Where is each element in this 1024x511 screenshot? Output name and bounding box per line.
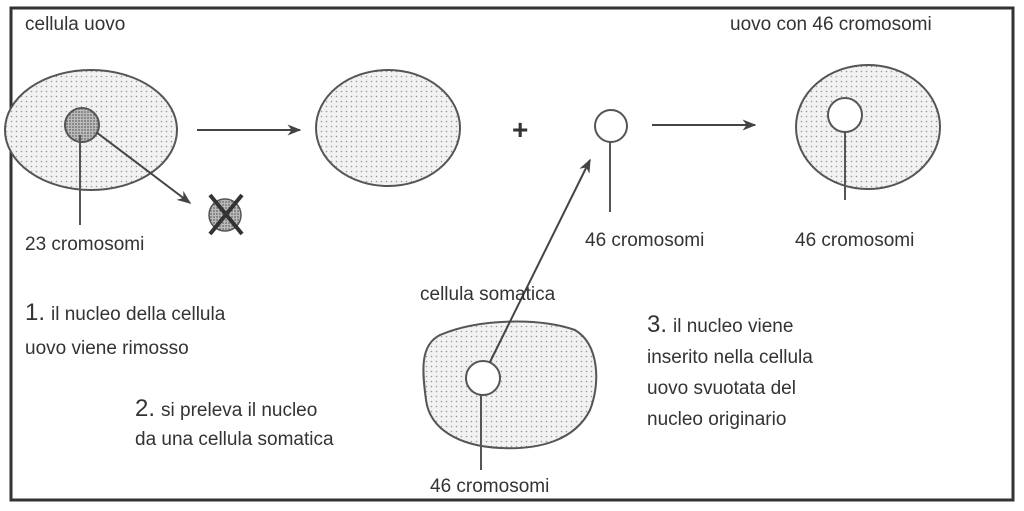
frame-border — [9, 6, 1015, 502]
transfer-arrow — [489, 158, 591, 363]
removed-nucleus — [208, 193, 244, 236]
svg-text:uovo svuotata del: uovo svuotata del — [647, 378, 796, 399]
svg-text:2.si preleva il nucleo: 2.si preleva il nucleo — [135, 395, 317, 422]
final-nucleus — [827, 97, 863, 133]
label-46-chromosomes-nucleus: 46 cromosomi — [585, 230, 704, 251]
final-egg — [795, 64, 941, 190]
svg-text:1.il nucleo della cellula: 1.il nucleo della cellula — [25, 299, 226, 326]
label-egg-cell: cellula uovo — [25, 14, 125, 35]
plus-sign: + — [512, 114, 528, 145]
label-somatic-cell: cellula somatica — [420, 284, 556, 305]
label-egg-46: uovo con 46 cromosomi — [730, 14, 932, 35]
svg-text:uovo viene rimosso: uovo viene rimosso — [25, 338, 189, 359]
egg-nucleus — [64, 107, 100, 143]
step-1: 1.il nucleo della cellula uovo viene rim… — [25, 299, 226, 359]
svg-text:nucleo originario: nucleo originario — [647, 409, 786, 430]
somatic-nucleus-transfer — [594, 109, 628, 143]
somatic-cell — [422, 320, 598, 450]
step-3: 3.il nucleo viene inserito nella cellula… — [647, 311, 813, 430]
enucleated-egg — [315, 69, 461, 187]
svg-text:da una cellula somatica: da una cellula somatica — [135, 429, 334, 450]
label-23-chromosomes: 23 cromosomi — [25, 234, 144, 255]
svg-text:3.il nucleo viene: 3.il nucleo viene — [647, 311, 793, 338]
remove-arrow — [95, 131, 192, 204]
somatic-nucleus — [465, 360, 501, 396]
label-46-chromosomes-somatic: 46 cromosomi — [430, 476, 549, 497]
svg-text:inserito nella cellula: inserito nella cellula — [647, 347, 813, 368]
step-2: 2.si preleva il nucleo da una cellula so… — [135, 395, 334, 450]
label-46-chromosomes-final: 46 cromosomi — [795, 230, 914, 251]
